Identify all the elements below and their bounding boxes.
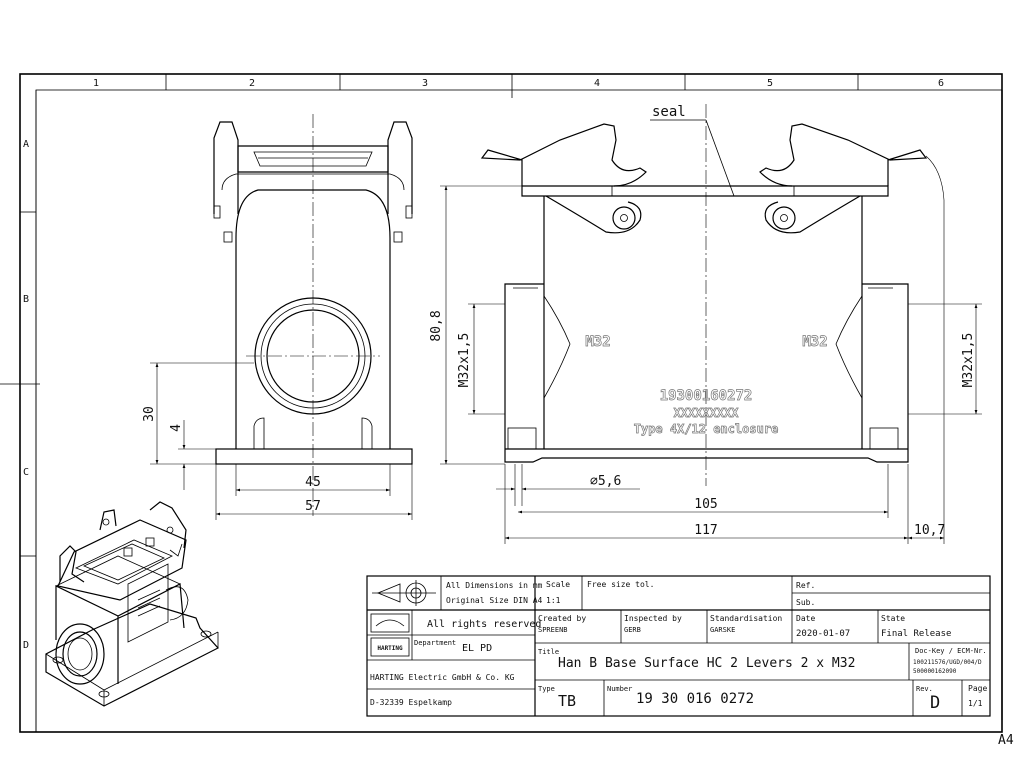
tb-created-label: Created by	[538, 614, 586, 623]
tb-rev-label: Rev.	[916, 685, 933, 693]
dim-105: 105	[694, 497, 717, 512]
dim-80-8: 80,8	[429, 310, 444, 341]
tb-inspected-label: Inspected by	[624, 614, 682, 623]
column-label-5: 5	[767, 78, 773, 89]
row-label-c: C	[23, 467, 29, 478]
dim-30: 30	[142, 406, 157, 422]
tb-type-label: Type	[538, 685, 555, 693]
tb-logo-text: HARTING	[377, 645, 403, 652]
tb-original-size: Original Size DIN A4	[446, 596, 543, 605]
tb-scale-label: Scale	[546, 580, 570, 589]
title-block	[366, 575, 991, 717]
tb-address: D-32339 Espelkamp	[370, 698, 452, 707]
dim-hole-diameter: ⌀5,6	[590, 474, 621, 489]
part-number-emboss: 19300160272	[660, 388, 753, 404]
tb-number-value: 19 30 016 0272	[636, 691, 754, 707]
tb-rev-value: D	[930, 693, 940, 713]
type-emboss: Type 4X/12 enclosure	[634, 422, 779, 436]
sheet-frame	[0, 73, 1003, 733]
tb-page-label: Page	[968, 684, 987, 693]
row-label-a: A	[23, 139, 29, 150]
tb-inspected-value: GERB	[624, 626, 641, 634]
tb-all-dimensions: All Dimensions in mm	[446, 581, 543, 590]
tb-dockey-line1: 100211576/UGD/004/D	[913, 659, 982, 666]
tb-standard-label: Standardisation	[710, 614, 782, 623]
tb-scale-value: 1:1	[546, 596, 561, 605]
tb-company: HARTING Electric GmbH & Co. KG	[370, 673, 515, 682]
row-label-d: D	[23, 640, 29, 651]
tb-dockey-label: Doc-Key / ECM-Nr.	[915, 647, 987, 655]
tb-dockey-line2: 500000162090	[913, 668, 957, 675]
dim-57: 57	[305, 499, 321, 514]
column-label-1: 1	[93, 78, 99, 89]
dim-thread-right: M32x1,5	[961, 333, 976, 388]
tb-page-value: 1/1	[968, 699, 983, 708]
dim-4: 4	[169, 424, 184, 432]
dim-45: 45	[305, 475, 321, 490]
front-view-dimensions	[440, 155, 982, 544]
code-emboss: XXXXXXXXX	[673, 406, 739, 420]
row-label-b: B	[23, 294, 29, 305]
isometric-view	[45, 501, 219, 707]
dim-10-7: 10,7	[914, 523, 945, 538]
column-label-3: 3	[422, 78, 428, 89]
sheet-size-label: A4	[998, 733, 1014, 748]
tb-date-value: 2020-01-07	[796, 629, 850, 639]
m32-left-label: M32	[585, 334, 610, 350]
side-view-dimensions	[150, 362, 413, 520]
dim-117: 117	[694, 523, 717, 538]
column-label-6: 6	[938, 78, 944, 89]
m32-right-label: M32	[802, 334, 827, 350]
tb-date-label: Date	[796, 614, 815, 623]
tb-sub-label: Sub.	[796, 598, 815, 607]
column-label-4: 4	[594, 78, 600, 89]
tb-title-label: Title	[538, 648, 559, 656]
tb-type-value: TB	[558, 692, 576, 710]
dim-thread-left: M32x1,5	[457, 333, 472, 388]
seal-label: seal	[652, 104, 686, 120]
tb-number-label: Number	[607, 685, 632, 693]
tb-ref-label: Ref.	[796, 581, 815, 590]
tb-rights: All rights reserved	[427, 619, 541, 630]
tb-department-label: Department	[414, 639, 456, 647]
tb-title-value: Han B Base Surface HC 2 Levers 2 x M32	[558, 656, 855, 671]
front-view	[480, 104, 928, 486]
column-label-2: 2	[249, 78, 255, 89]
tb-created-value: SPREENB	[538, 626, 568, 634]
tb-standard-value: GARSKE	[710, 626, 735, 634]
tb-free-size-tol: Free size tol.	[587, 580, 654, 589]
tb-state-value: Final Release	[881, 629, 951, 639]
side-view	[213, 114, 413, 516]
tb-state-label: State	[881, 614, 905, 623]
tb-department-value: EL PD	[462, 643, 492, 654]
